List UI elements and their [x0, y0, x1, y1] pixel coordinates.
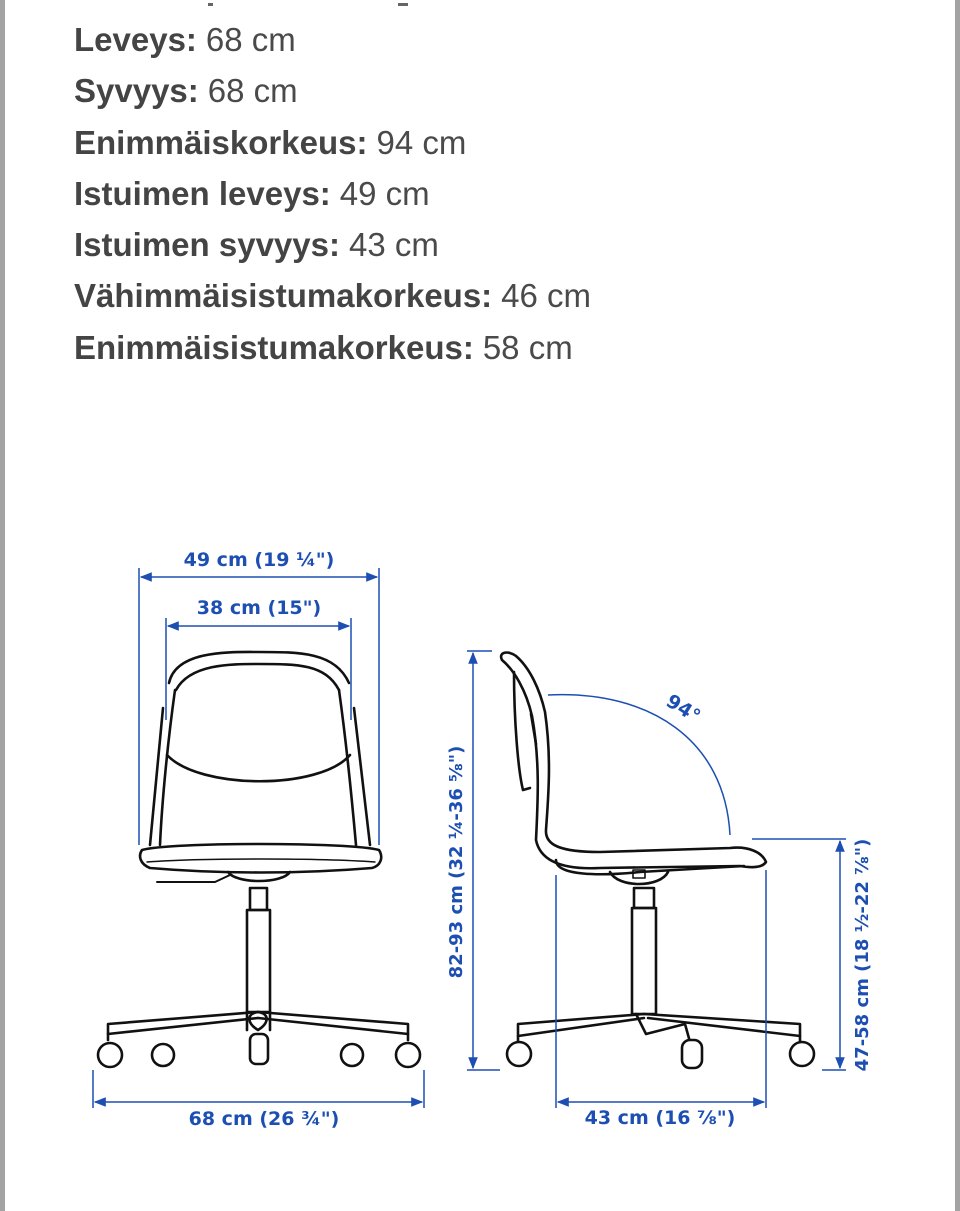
clipped-text-remnant	[200, 0, 420, 8]
spec-value: 94 cm	[376, 123, 467, 161]
side-view-casters	[505, 1038, 816, 1070]
spec-row-min-seat-height: Vähimmäisistumakorkeus:46 cm	[74, 274, 591, 325]
spec-value: 43 cm	[348, 226, 439, 264]
spec-row-seat-width: Istuimen leveys:49 cm	[74, 172, 591, 223]
back-width-label: 38 cm (15")	[197, 597, 321, 619]
total-height-label: 82-93 cm (32 ¼-36 ⅝")	[446, 746, 467, 979]
left-page-border	[0, 0, 5, 1211]
spec-label: Vähimmäisistumakorkeus:	[74, 277, 493, 315]
base-width-label: 68 cm (26 ¾")	[189, 1108, 340, 1130]
spec-row-depth: Syvyys:68 cm	[74, 69, 591, 120]
spec-row-width: Leveys:68 cm	[74, 18, 591, 69]
spec-list: Leveys:68 cm Syvyys:68 cm Enimmäiskorkeu…	[74, 18, 591, 377]
spec-label: Enimmäisistumakorkeus:	[74, 328, 474, 366]
spec-value: 58 cm	[482, 328, 573, 366]
front-dimension-lines	[92, 568, 425, 1108]
side-dimension-lines	[467, 650, 846, 1108]
seat-height-label: 47-58 cm (18 ½-22 ⅞")	[852, 839, 873, 1072]
spec-value: 49 cm	[339, 174, 430, 212]
spec-label: Istuimen leveys:	[74, 174, 331, 212]
seat-width-label: 49 cm (19 ¼")	[184, 549, 335, 571]
spec-label: Istuimen syvyys:	[74, 226, 340, 264]
front-view-chair	[106, 650, 410, 1042]
spec-value: 68 cm	[207, 72, 298, 110]
side-view-chair	[499, 651, 802, 1046]
spec-value: 68 cm	[205, 21, 296, 58]
front-view-casters	[96, 1032, 422, 1069]
spec-value: 46 cm	[501, 277, 592, 315]
seat-depth-label: 43 cm (16 ⅞")	[585, 1107, 736, 1129]
spec-row-max-height: Enimmäiskorkeus:94 cm	[74, 121, 591, 172]
spec-label: Leveys:	[74, 21, 197, 58]
right-page-border	[955, 0, 960, 1211]
spec-label: Enimmäiskorkeus:	[74, 123, 368, 161]
spec-row-seat-depth: Istuimen syvyys:43 cm	[74, 223, 591, 274]
spec-row-max-seat-height: Enimmäisistumakorkeus:58 cm	[74, 326, 591, 377]
spec-label: Syvyys:	[74, 72, 199, 110]
